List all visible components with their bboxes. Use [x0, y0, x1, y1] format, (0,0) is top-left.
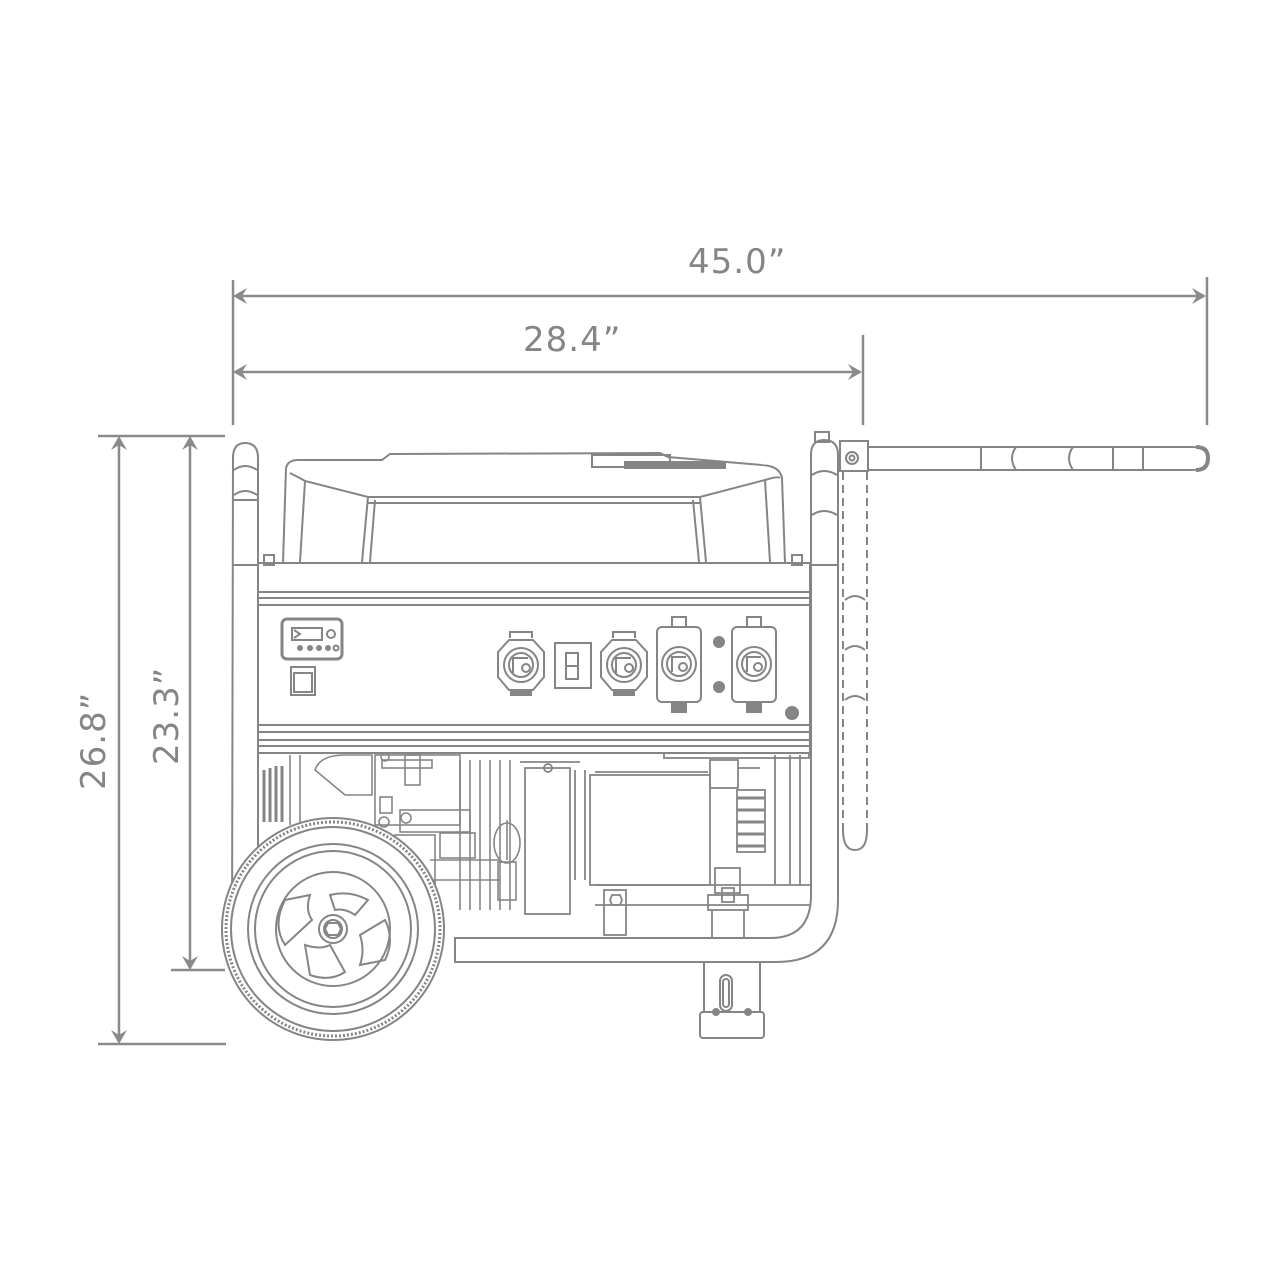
fold-handle [814, 431, 1211, 852]
selector-switch [554, 642, 592, 689]
dim-overall-height-label: 26.8” [74, 691, 114, 790]
dim-overall-length-label: 45.0” [688, 242, 787, 282]
indicator-1 [713, 636, 725, 648]
frame [230, 438, 839, 963]
duplex-outlet-1 [656, 616, 702, 713]
ground-terminal [785, 706, 799, 720]
duplex-outlet-2 [731, 616, 777, 713]
control-panel [257, 562, 811, 754]
engine [262, 752, 521, 910]
power-switch [290, 666, 316, 696]
alternator [520, 752, 810, 938]
outlet-1 [497, 631, 545, 696]
dim-frame-length-label: 28.4” [523, 320, 622, 360]
indicator-2 [713, 681, 725, 693]
fuel-tank [263, 451, 803, 566]
hour-meter-display [280, 617, 344, 661]
dimension-lines [98, 277, 1209, 1046]
outlet-2 [600, 631, 648, 696]
dim-frame-height-label: 23.3” [147, 666, 187, 765]
support-leg [699, 961, 765, 1039]
wheel [221, 817, 445, 1041]
